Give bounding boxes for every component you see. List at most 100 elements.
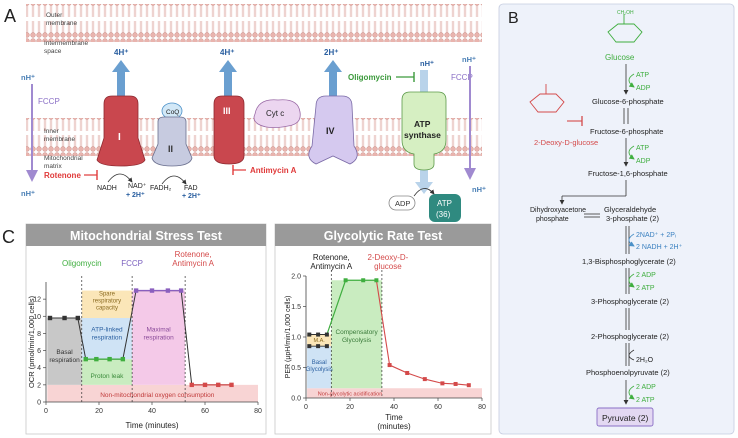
atp-3: 2 ATP	[636, 285, 655, 292]
per-point	[405, 370, 410, 375]
fadh2-label: FADH₂	[150, 185, 172, 192]
ocr-point	[178, 288, 184, 293]
oligomycin-label: Oligomycin	[348, 73, 392, 82]
ocr-point	[189, 382, 194, 388]
per-point	[361, 278, 366, 283]
complex-2	[151, 116, 193, 167]
x-tick-label: 40	[390, 404, 398, 411]
non-mito-annotation: Non-mitochondrial oxygen consumption	[100, 392, 215, 399]
ocr-point	[165, 288, 171, 293]
proton-arrow-c1	[112, 60, 130, 96]
adp-1: ADP	[636, 85, 651, 92]
adp-3: 2 ADP	[636, 272, 656, 279]
injection-label: FCCP	[121, 259, 143, 268]
y-tick-label: 12	[33, 297, 41, 304]
nad-label: NAD⁺	[128, 183, 147, 190]
x-tick-label: 80	[478, 404, 486, 411]
x-tick-label: 60	[201, 408, 209, 415]
proton-leak-region	[81, 359, 133, 385]
pep-label: Phosphoenolpyruvate (2)	[586, 368, 670, 377]
complex-4-label: IV	[326, 126, 335, 136]
mito-title: Mitochondrial Stress Test	[70, 229, 223, 243]
nadh-label: NADH	[97, 185, 117, 192]
atp-box	[429, 194, 461, 222]
complex-1-label: I	[118, 132, 121, 143]
mito-title-bar	[26, 224, 266, 246]
maximal-region	[132, 290, 186, 385]
outer-membrane	[26, 4, 482, 42]
g6p-label: Glucose-6-phosphate	[592, 97, 664, 106]
ocr-point	[229, 382, 234, 388]
x-tick-label: 0	[304, 404, 308, 411]
complex-3-label: III	[223, 106, 231, 116]
complex-4	[308, 95, 358, 165]
adp-label: ADP	[395, 199, 410, 208]
non-mito-region	[47, 384, 259, 402]
nh-right-top: nH⁺	[462, 55, 476, 64]
panel-b: B CH₂OH Glucose ATP ADP Glucose-6-phosph…	[498, 3, 735, 435]
y-tick-label: 2.0	[291, 274, 301, 281]
basal-glyco-point	[324, 344, 329, 349]
h-label-c3: 4H⁺	[220, 48, 234, 57]
injection-label: 2-Deoxy-D-glucose	[367, 253, 408, 271]
panel-b-letter: B	[508, 10, 519, 27]
bpg-label: 1,3-Bisphosphoglycerate (2)	[582, 257, 676, 266]
nad-curve	[628, 233, 635, 247]
basal-glyco-point	[307, 344, 312, 349]
x-tick-label: 20	[95, 408, 103, 415]
h-label-c4: 2H⁺	[324, 48, 338, 57]
pyruvate-box	[596, 407, 654, 427]
nh-left-bottom: nH⁺	[21, 189, 35, 198]
nh-left-top: nH⁺	[21, 73, 35, 82]
h-label-synthase: nH⁺	[420, 59, 434, 68]
basal-glyco-region	[307, 346, 332, 389]
nadh-out-label: 2 NADH + 2H⁺	[636, 244, 683, 251]
water-curve	[628, 349, 635, 361]
panel-a-letter: A	[4, 6, 16, 26]
x-axis-label: Time (minutes)	[125, 421, 178, 430]
ma-region	[307, 334, 332, 347]
atp-adp-curve-1	[628, 73, 635, 88]
per-point	[387, 363, 392, 368]
glyco-title-bar	[275, 224, 491, 246]
adp-to-atp-arrow	[413, 188, 435, 197]
glucose-ch2oh: CH₂OH	[617, 10, 634, 16]
x-tick-label: 40	[148, 408, 156, 415]
atp-2: ATP	[636, 145, 649, 152]
non-glyco-region	[307, 388, 482, 398]
water-label: 2H₂O	[636, 357, 654, 364]
per-point	[422, 377, 427, 382]
complex-2-label: II	[168, 144, 173, 154]
per-point	[343, 278, 348, 283]
fad-label: FAD	[184, 185, 198, 192]
basal-glyco-point	[316, 344, 321, 349]
y-tick-label: 0.5	[291, 365, 301, 372]
proton-leak-annotation: Proton leak	[91, 373, 125, 380]
pyruvate-label: Pyruvate (2)	[602, 413, 648, 423]
ocr-point	[47, 315, 53, 321]
x-tick-label: 60	[434, 404, 442, 411]
per-point	[324, 332, 329, 337]
fad-h-label: + 2H⁺	[182, 193, 201, 200]
deoxy-label: 2-Deoxy-D-glucose	[534, 138, 598, 147]
atp-synthase	[401, 91, 447, 171]
ocr-point	[75, 315, 80, 321]
basal-region	[47, 318, 82, 385]
ocr-point	[120, 356, 126, 362]
glucose-ring	[607, 14, 643, 43]
atp-4: 2 ATP	[636, 397, 655, 404]
antimycin-label: Antimycin A	[250, 166, 297, 175]
pg3-label: 3-Phosphoglycerate (2)	[591, 297, 669, 306]
x-axis-label: Time(minutes)	[377, 413, 411, 431]
adp-2: ADP	[636, 158, 651, 165]
fccp-right-label: FCCP	[451, 73, 473, 82]
panel-c-letter: C	[2, 227, 15, 247]
